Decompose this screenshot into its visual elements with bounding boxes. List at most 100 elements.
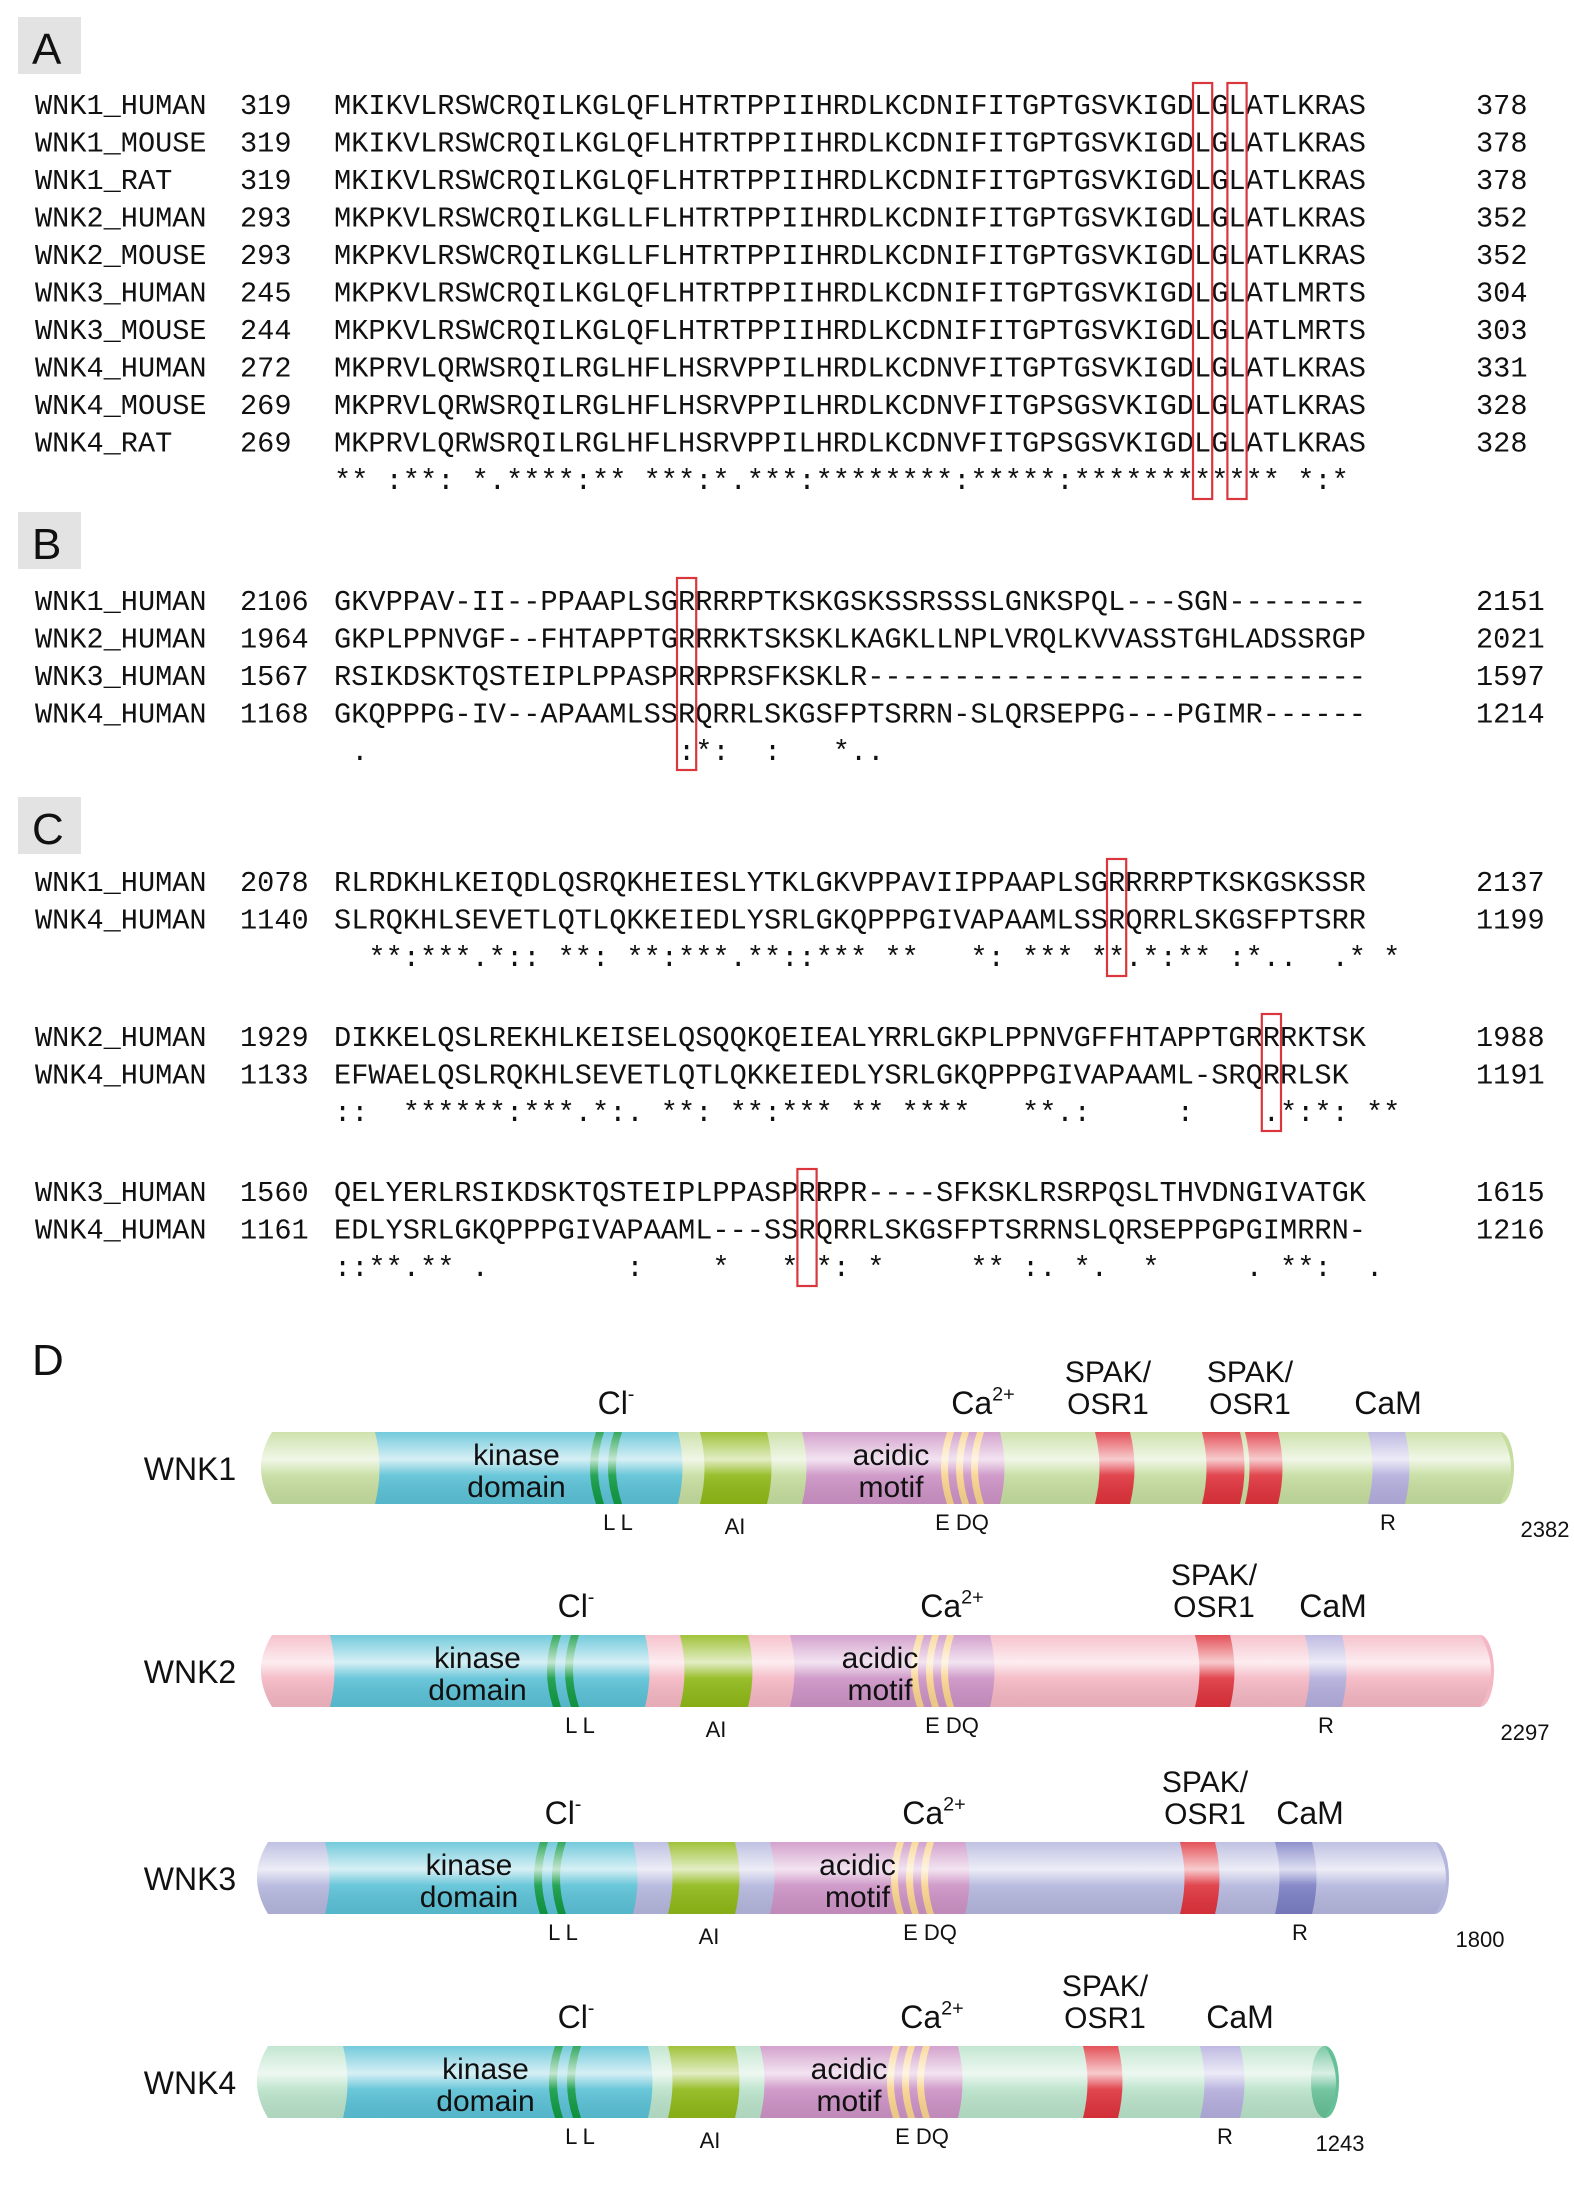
panel-a-letter: A [32, 25, 62, 74]
spak-osr1-label: SPAK/ [1062, 1970, 1149, 2003]
edq-residue-label: E DQ [895, 2124, 949, 2149]
spak-osr1-label: OSR1 [1164, 1798, 1246, 1831]
sequence-end: 304 [1476, 278, 1527, 311]
protein-name: WNK1 [144, 1451, 236, 1487]
sequence-end: 328 [1476, 390, 1527, 423]
consensus-line: ** :**: *.****:** ***:*.***:********:***… [334, 465, 1349, 498]
calcium-label-superscript: 2+ [992, 1384, 1015, 1406]
sequence-end: 1597 [1476, 661, 1545, 694]
chloride-label: Cl- [545, 1794, 582, 1831]
sequence-name: WNK1_RAT [35, 165, 172, 198]
sequence-start: 269 [240, 390, 291, 423]
sequence-start: 1140 [240, 905, 309, 938]
acidic-label: acidic [819, 1849, 896, 1882]
sequence-start: 1929 [240, 1022, 309, 1055]
calcium-label: Ca2+ [900, 1998, 964, 2035]
calcium-label-base: Ca [920, 1588, 961, 1624]
sequence-name: WNK4_HUMAN [35, 353, 207, 386]
chloride-label-base: Cl [558, 1999, 588, 2035]
spak-osr1-label: SPAK/ [1162, 1766, 1249, 1799]
consensus-line: ::**.** . : * * *: * ** :. *. * . **: . [334, 1252, 1383, 1285]
acidic-label: acidic [842, 1642, 919, 1675]
sequence-residues: RLRDKHLKEIQDLQSRQKHEIESLYTKLGKVPPAVIIPPA… [334, 867, 1366, 900]
sequence-name: WNK2_HUMAN [35, 624, 207, 657]
kinase-label: kinase [442, 2053, 529, 2086]
leucine-residue-label: L L [565, 2124, 595, 2149]
chloride-label-superscript: - [575, 1794, 582, 1816]
arginine-residue-label: R [1292, 1920, 1308, 1945]
spak-osr1-label: OSR1 [1067, 1388, 1149, 1421]
sequence-end: 2021 [1476, 624, 1545, 657]
panel-b-letter: B [32, 520, 61, 569]
chloride-label: Cl- [558, 1998, 595, 2035]
sequence-start: 2078 [240, 867, 309, 900]
calmodulin-label: CaM [1206, 1999, 1274, 2035]
sequence-end: 1615 [1476, 1177, 1545, 1210]
sequence-start: 269 [240, 428, 291, 461]
sequence-start: 293 [240, 240, 291, 273]
calmodulin-label: CaM [1354, 1385, 1422, 1421]
calcium-label-superscript: 2+ [941, 1998, 964, 2020]
acidic-label: motif [825, 1881, 891, 1914]
chloride-label-superscript: - [628, 1384, 635, 1406]
sequence-residues: EFWAELQSLRQKHLSEVETLQTLQKKEIEDLYSRLGKQPP… [334, 1060, 1350, 1093]
spak-osr1-label: OSR1 [1209, 1388, 1291, 1421]
calmodulin-label: CaM [1276, 1795, 1344, 1831]
sequence-start: 1567 [240, 661, 309, 694]
calcium-label-base: Ca [900, 1999, 941, 2035]
leucine-residue-label: L L [603, 1510, 633, 1535]
arginine-residue-label: R [1380, 1510, 1396, 1535]
conserved-residue-highlight [1191, 81, 1214, 501]
calcium-label-superscript: 2+ [943, 1794, 966, 1816]
conserved-arginine-highlight [1105, 857, 1128, 978]
sequence-end: 1216 [1476, 1215, 1545, 1248]
sequence-start: 293 [240, 203, 291, 236]
sequence-end: 2137 [1476, 867, 1545, 900]
calmodulin-label: CaM [1299, 1588, 1367, 1624]
sequence-end: 352 [1476, 240, 1527, 273]
sequence-residues: GKQPPPG-IV--APAAMLSSRQRRLSKGSFPTSRRN-SLQ… [334, 699, 1366, 732]
calcium-label-base: Ca [902, 1795, 943, 1831]
sequence-name: WNK3_MOUSE [35, 315, 207, 348]
sequence-name: WNK4_MOUSE [35, 390, 207, 423]
protein-length: 2382 [1521, 1517, 1570, 1542]
calcium-label-superscript: 2+ [961, 1587, 984, 1609]
chloride-label: Cl- [558, 1587, 595, 1624]
conserved-arginine-highlight [675, 576, 698, 772]
sequence-name: WNK3_HUMAN [35, 278, 207, 311]
sequence-end: 1214 [1476, 699, 1545, 732]
sequence-end: 378 [1476, 128, 1527, 161]
sequence-name: WNK2_HUMAN [35, 1022, 207, 1055]
protein-name: WNK4 [144, 2065, 236, 2101]
sequence-start: 1161 [240, 1215, 309, 1248]
arginine-residue-label: R [1217, 2124, 1233, 2149]
conserved-arginine-highlight [796, 1167, 818, 1288]
chloride-label-base: Cl [545, 1795, 575, 1831]
sequence-residues: GKVPPAV-II--PPAAPLSGRRRRPTKSKGSKSSRSSSLG… [334, 586, 1366, 619]
kinase-label: kinase [434, 1642, 521, 1675]
acidic-label: acidic [811, 2053, 888, 2086]
calcium-label: Ca2+ [920, 1587, 984, 1624]
leucine-residue-label: L L [548, 1920, 578, 1945]
chloride-label-base: Cl [558, 1588, 588, 1624]
sequence-name: WNK1_HUMAN [35, 867, 207, 900]
sequence-residues: SLRQKHLSEVETLQTLQKKEIEDLYSRLGKQPPPGIVAPA… [334, 905, 1366, 938]
acidic-label: acidic [853, 1439, 930, 1472]
sequence-residues: GKPLPPNVGF--FHTAPPTGRRRKTSKSKLKAGKLLNPLV… [334, 624, 1366, 657]
protein-length: 2297 [1501, 1720, 1550, 1745]
consensus-line: **:***.*:: **: **:***.**::*** ** *: *** … [334, 942, 1400, 975]
chloride-label-superscript: - [588, 1998, 595, 2020]
sequence-start: 1964 [240, 624, 309, 657]
spak-osr1-label: SPAK/ [1171, 1559, 1258, 1592]
sequence-name: WNK3_HUMAN [35, 661, 207, 694]
sequence-end: 328 [1476, 428, 1527, 461]
sequence-start: 2106 [240, 586, 309, 619]
consensus-line: :: ******:***.*:. **: **:*** ** **** **.… [334, 1097, 1400, 1130]
sequence-name: WNK4_RAT [35, 428, 172, 461]
protein-name: WNK2 [144, 1654, 236, 1690]
acidic-label: motif [858, 1471, 924, 1504]
